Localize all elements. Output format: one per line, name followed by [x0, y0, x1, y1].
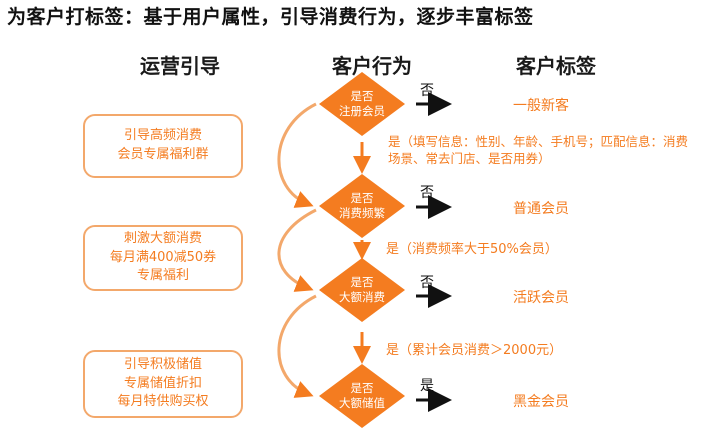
guide-curve-3 [277, 294, 317, 398]
branch-label-3: 否 [420, 275, 434, 291]
decision-label-1: 是否 注册会员 [327, 89, 397, 119]
yes-condition-1: 是（填写信息：性别、年龄、手机号；匹配信息：消费场景、常去门店、是否用券） [388, 134, 689, 166]
page-title: 为客户打标签：基于用户属性，引导消费行为，逐步丰富标签 [7, 6, 534, 28]
tag-label-2: 普通会员 [513, 201, 569, 217]
column-header-behavior: 客户行为 [332, 54, 412, 78]
guide-box-2-line-1: 刺激大额消费 [123, 230, 202, 246]
guide-box-1-line-2: 会员专属福利群 [117, 147, 209, 162]
decision-label-2: 是否 消费频繁 [327, 191, 397, 221]
branch-label-1: 否 [420, 83, 434, 99]
decision-4-line-2: 大额储值 [339, 396, 385, 410]
guide-box-3-line-1: 引导积极储值 [123, 356, 202, 372]
decision-2-line-2: 消费频繁 [339, 206, 385, 220]
decision-diamond-1 [319, 72, 405, 136]
guide-box-2-line-3: 专属福利 [136, 268, 189, 284]
guide-box-1: 引导高频消费 会员专属福利群 [83, 114, 243, 178]
decision-4-line-1: 是否 [350, 381, 374, 396]
decision-1-line-1: 是否 [350, 89, 374, 104]
decision-3-line-1: 是否 [350, 275, 374, 290]
guide-curve-2 [277, 208, 317, 292]
column-header-tags: 客户标签 [516, 54, 596, 78]
decision-label-4: 是否 大额储值 [327, 381, 397, 411]
decision-diamond-2 [319, 174, 405, 238]
column-header-guide: 运营引导 [140, 54, 220, 78]
decision-diamond-3 [319, 258, 405, 322]
guide-box-3: 引导积极储值 专属储值折扣 每月特供购买权 [83, 350, 243, 418]
yes-condition-2: 是（消费频率大于50%会员） [386, 242, 558, 257]
guide-box-3-line-3: 每月特供购买权 [117, 394, 209, 410]
decision-2-line-1: 是否 [350, 191, 374, 206]
decision-3-line-2: 大额消费 [339, 290, 385, 304]
guide-curve-1 [277, 102, 317, 208]
branch-label-4: 是 [420, 378, 434, 394]
guide-box-2-line-2: 每月满400减50券 [109, 249, 217, 265]
decision-1-line-2: 注册会员 [339, 104, 385, 118]
tag-label-4: 黑金会员 [513, 394, 569, 410]
yes-condition-3: 是（累计会员消费＞2000元） [386, 343, 563, 358]
guide-box-3-line-2: 专属储值折扣 [123, 375, 202, 391]
decision-diamond-4 [319, 364, 405, 428]
decision-label-3: 是否 大额消费 [327, 275, 397, 305]
tag-label-1: 一般新客 [513, 98, 569, 114]
tag-label-3: 活跃会员 [513, 290, 569, 306]
branch-label-2: 否 [420, 185, 434, 201]
guide-box-2: 刺激大额消费 每月满400减50券 专属福利 [83, 225, 243, 291]
guide-box-1-line-1: 引导高频消费 [123, 128, 202, 144]
